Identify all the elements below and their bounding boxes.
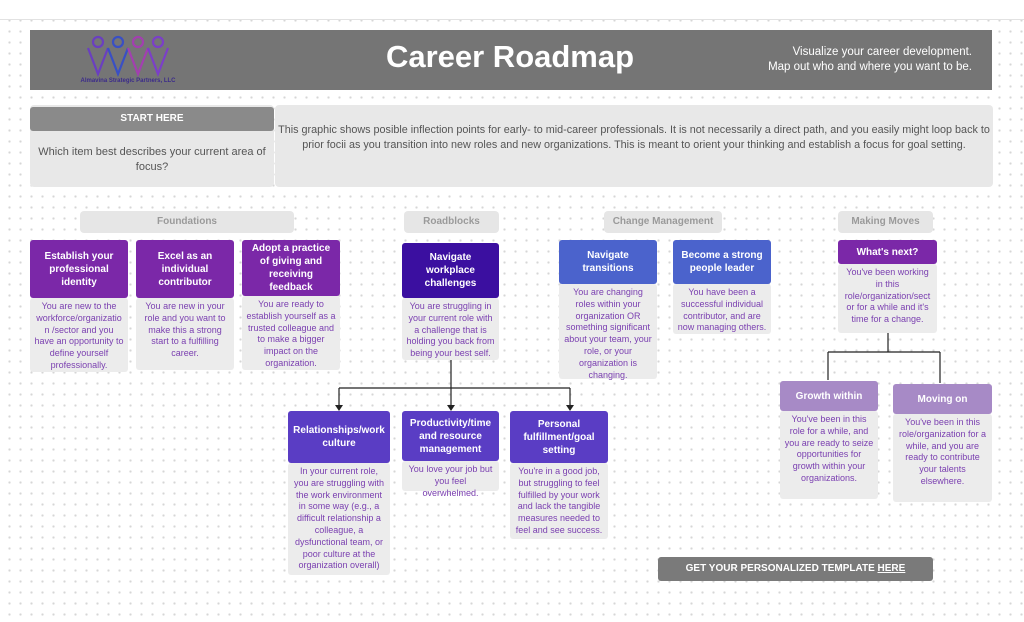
moves-connector <box>827 333 941 383</box>
page-title: Career Roadmap <box>385 39 635 74</box>
tagline: Visualize your career development. Map o… <box>712 45 972 75</box>
section-foundations: Foundations <box>80 211 294 233</box>
card-excel-desc: You are new in your role and you want to… <box>136 298 234 370</box>
arrow-productivity <box>447 405 455 411</box>
section-roadblocks: Roadblocks <box>404 211 499 233</box>
card-moving-desc: You've been in this role/organization fo… <box>893 414 992 502</box>
card-transitions-desc: You are changing roles within your organ… <box>559 284 657 380</box>
tagline-line-1: Visualize your career development. <box>792 46 972 58</box>
tagline-line-2: Map out who and where you want to be. <box>768 61 972 73</box>
card-identity-title[interactable]: Establish your professional identity <box>30 240 128 298</box>
card-navigate-title[interactable]: Navigate workplace challenges <box>402 243 499 298</box>
card-productivity-title[interactable]: Productivity/time and resource managemen… <box>402 411 499 461</box>
section-making-moves: Making Moves <box>838 211 933 233</box>
arrow-personal <box>566 405 574 411</box>
intro-text: This graphic shows posible inflection po… <box>278 124 990 151</box>
logo-text: Almavina Strategic Partners, LLC <box>80 78 176 84</box>
card-identity-desc: You are new to the workforce/organizatio… <box>30 298 128 372</box>
card-relationships-desc: In your current role, you are struggling… <box>288 463 390 575</box>
card-feedback-desc: You are ready to establish yourself as a… <box>242 296 340 370</box>
card-relationships-title[interactable]: Relationships/work culture <box>288 411 390 463</box>
roadblock-connector <box>338 360 571 408</box>
card-personal-title[interactable]: Personal fulfillment/goal setting <box>510 411 608 463</box>
company-logo: Almavina Strategic Partners, LLC <box>58 32 198 88</box>
logo-people-icon <box>86 35 170 78</box>
start-here-button[interactable]: START HERE <box>30 107 274 131</box>
card-moving-title[interactable]: Moving on <box>893 384 992 414</box>
card-feedback-title[interactable]: Adopt a practice of giving and receiving… <box>242 240 340 296</box>
card-transitions-title[interactable]: Navigate transitions <box>559 240 657 284</box>
card-navigate-desc: You are struggling in your current role … <box>402 298 499 360</box>
card-next-title[interactable]: What's next? <box>838 240 937 264</box>
card-personal-desc: You're in a good job, but struggling to … <box>510 463 608 539</box>
intro-panel <box>275 105 993 187</box>
cta-text: GET YOUR PERSONALIZED TEMPLATE <box>685 563 875 574</box>
card-growth-title[interactable]: Growth within <box>780 381 878 411</box>
get-template-button[interactable]: GET YOUR PERSONALIZED TEMPLATE HERE <box>658 557 933 581</box>
arrow-relationships <box>335 405 343 411</box>
cta-here-link[interactable]: HERE <box>877 563 906 574</box>
card-leader-desc: You have been a successful individual co… <box>673 284 771 334</box>
card-growth-desc: You've been in this role for a while, an… <box>780 411 878 499</box>
header-banner: Almavina Strategic Partners, LLC Career … <box>30 30 992 90</box>
start-question: Which item best describes your current a… <box>38 146 266 173</box>
card-productivity-desc: You love your job but you feel overwhelm… <box>402 461 499 498</box>
card-next-desc: You've been working in this role/organiz… <box>838 264 937 333</box>
section-change-management: Change Management <box>604 211 722 233</box>
top-bar <box>0 0 1024 20</box>
card-excel-title[interactable]: Excel as an individual contributor <box>136 240 234 298</box>
card-leader-title[interactable]: Become a strong people leader <box>673 240 771 284</box>
